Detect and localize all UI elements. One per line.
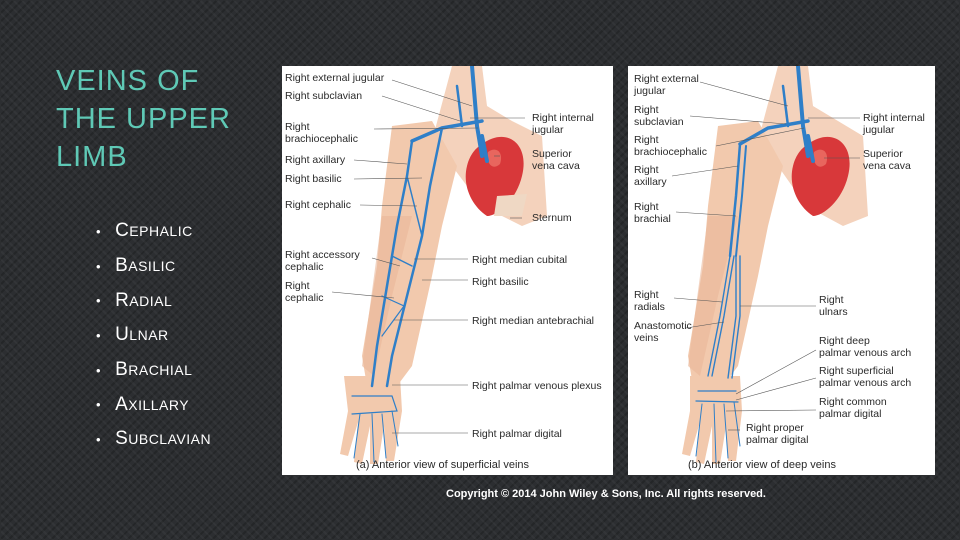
figure-a-caption: (a) Anterior view of superficial veins <box>356 459 530 471</box>
label-right-basilic: Right basilic <box>285 173 342 185</box>
label-superior-vena-cava: Superior vena cava <box>863 148 911 172</box>
figure-deep-veins: Right external jugular Right subclavian … <box>628 66 935 475</box>
label-right-palmar-digital: Right palmar digital <box>472 428 562 440</box>
label-superior-vena-cava: Superior vena cava <box>532 148 580 172</box>
label-right-accessory-cephalic: Right accessory cephalic <box>285 249 360 273</box>
label-right-ulnars: Right ulnars <box>819 294 848 318</box>
label-right-radials: Right radials <box>634 289 665 313</box>
label-right-superficial-palmar-venous-arch: Right superficial palmar venous arch <box>819 365 912 389</box>
bullet-icon: • <box>96 223 102 239</box>
label-right-palmar-venous-plexus: Right palmar venous plexus <box>472 380 602 392</box>
arm-illustration-superficial <box>331 66 547 464</box>
label-right-external-jugular: Right external jugular <box>285 72 385 84</box>
bullet-rest: XILLARY <box>128 396 190 413</box>
bullet-rest: ADIAL <box>129 292 173 309</box>
bullet-rest: ASILIC <box>128 258 176 275</box>
label-right-internal-jugular: Right internal jugular <box>863 112 925 136</box>
label-sternum: Sternum <box>532 212 572 224</box>
bullet-rest: RACHIAL <box>128 362 193 379</box>
label-right-cephalic: Right cephalic <box>285 199 351 211</box>
bullet-icon: • <box>96 327 102 343</box>
label-right-external-jugular: Right external jugular <box>634 73 699 97</box>
label-right-cephalic-forearm: Right cephalic <box>285 280 324 304</box>
label-right-axillary: Right axillary <box>285 154 346 166</box>
label-anastomotic-veins: Anastomotic veins <box>634 320 692 344</box>
bullet-icon: • <box>96 431 102 447</box>
label-right-median-cubital: Right median cubital <box>472 254 568 266</box>
bullet-rest: EPHALIC <box>129 223 193 240</box>
label-right-subclavian: Right subclavian <box>285 90 363 102</box>
label-right-subclavian: Right subclavian <box>634 104 684 128</box>
label-right-proper-palmar-digital: Right proper palmar digital <box>746 422 809 446</box>
bullet-icon: • <box>96 258 102 274</box>
label-right-brachiocephalic: Right brachiocephalic <box>285 121 358 145</box>
bullet-initial: B <box>115 255 129 277</box>
bullet-initial: B <box>115 359 129 381</box>
arm-illustration-deep <box>671 66 868 464</box>
bullet-icon: • <box>96 293 102 309</box>
bullet-initial: C <box>115 220 130 242</box>
bullet-icon: • <box>96 362 102 378</box>
label-right-axillary: Right axillary <box>634 164 667 188</box>
copyright-notice: Copyright © 2014 John Wiley & Sons, Inc.… <box>446 488 766 500</box>
slide-title: VEINS OF THE UPPER LIMB <box>56 65 231 173</box>
figure-b-caption: (b) Anterior view of deep veins <box>688 459 836 471</box>
bullet-icon: • <box>96 397 102 413</box>
label-right-internal-jugular: Right internal jugular <box>532 112 594 136</box>
bullet-rest: LNAR <box>129 327 169 344</box>
label-right-common-palmar-digital: Right common palmar digital <box>819 396 887 420</box>
label-right-brachiocephalic: Right brachiocephalic <box>634 134 707 158</box>
label-right-median-antebrachial: Right median antebrachial <box>472 315 594 327</box>
bullet-initial: R <box>115 289 130 311</box>
label-right-brachial: Right brachial <box>634 201 671 225</box>
label-right-deep-palmar-venous-arch: Right deep palmar venous arch <box>819 335 912 359</box>
figure-superficial-veins: Right external jugular Right subclavian … <box>282 66 613 475</box>
bullet-initial: S <box>115 428 129 450</box>
bullet-initial: U <box>115 324 130 346</box>
label-right-basilic-forearm: Right basilic <box>472 276 529 288</box>
bullet-initial: A <box>115 393 129 415</box>
bullet-rest: UBCLAVIAN <box>128 431 212 448</box>
